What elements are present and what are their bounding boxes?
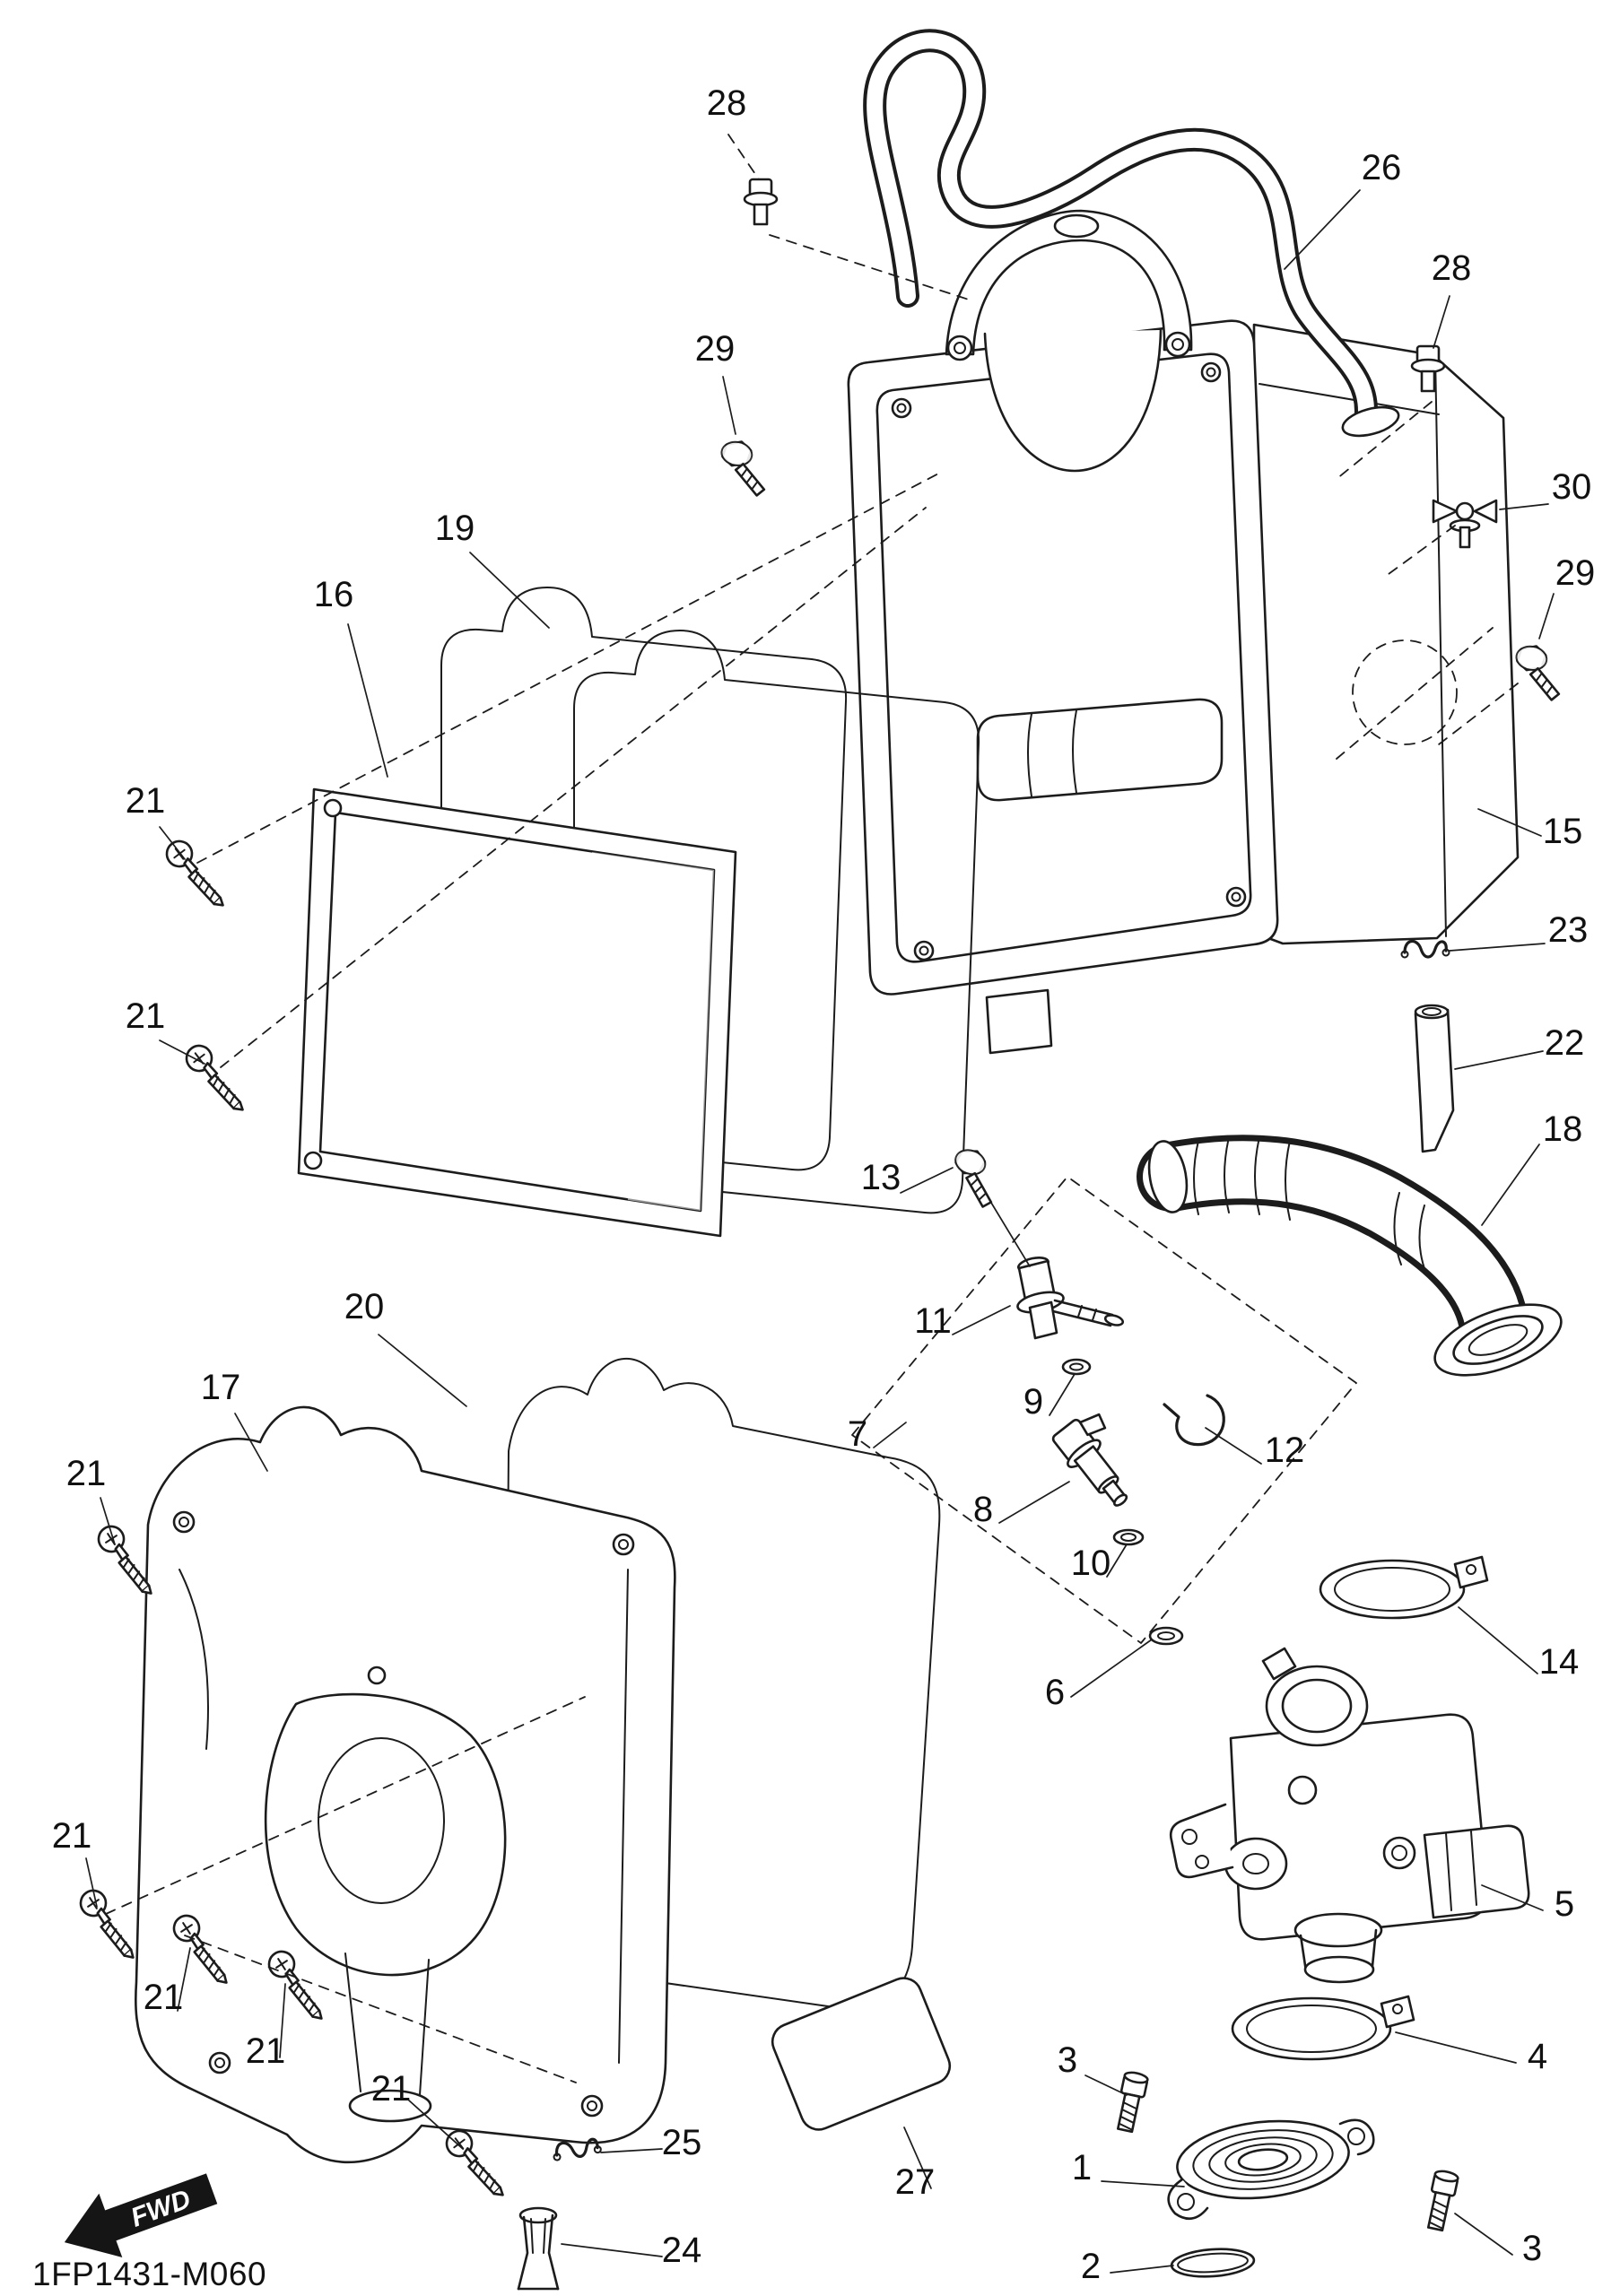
callout-4: 4 bbox=[1528, 2037, 1547, 2076]
label-plate bbox=[771, 1977, 952, 2131]
callout-6: 6 bbox=[1045, 1673, 1065, 1712]
inner-duct bbox=[976, 698, 1224, 802]
bolt-13 bbox=[942, 1144, 1007, 1211]
injector-assembly-box bbox=[851, 1176, 1357, 1644]
case-dashed-circle bbox=[1352, 639, 1458, 745]
washer-9 bbox=[1061, 1358, 1092, 1376]
callout-25: 25 bbox=[662, 2123, 702, 2162]
projection-lines bbox=[105, 134, 1519, 2083]
bolt-3-b bbox=[1423, 2168, 1460, 2233]
callout-21-f: 21 bbox=[246, 2031, 286, 2071]
fuel-pipe-joint bbox=[1016, 1256, 1125, 1340]
callout-21-b: 21 bbox=[126, 996, 166, 1036]
screw-21-a bbox=[159, 838, 232, 907]
throttle-body bbox=[1169, 1647, 1530, 1984]
drain-plug bbox=[517, 2206, 560, 2291]
callout-28-b: 28 bbox=[1432, 248, 1472, 288]
frame-tab bbox=[985, 988, 1053, 1055]
callout-21-e: 21 bbox=[144, 1978, 184, 2017]
callout-8: 8 bbox=[973, 1490, 993, 1529]
callout-7: 7 bbox=[848, 1414, 867, 1454]
diagram-code: 1FP1431-M060 bbox=[32, 2256, 266, 2292]
clamp-lower bbox=[1231, 1995, 1415, 2061]
callout-29-a: 29 bbox=[695, 329, 736, 369]
intake-duct bbox=[1137, 1135, 1563, 1377]
fuel-injector bbox=[1051, 1413, 1128, 1507]
hose-bracket bbox=[945, 209, 1193, 361]
case-frame bbox=[847, 209, 1458, 1055]
callout-30: 30 bbox=[1552, 467, 1592, 507]
screw-21-b bbox=[179, 1042, 252, 1111]
clamp-upper bbox=[1319, 1555, 1489, 1620]
callout-28-a: 28 bbox=[707, 83, 747, 123]
callout-21-c: 21 bbox=[66, 1454, 107, 1493]
callout-27: 27 bbox=[895, 2162, 936, 2202]
bolt-3-a bbox=[1112, 2069, 1150, 2135]
screw-21-d bbox=[70, 1887, 146, 1959]
callout-15: 15 bbox=[1543, 812, 1583, 851]
bolt-28-a bbox=[743, 178, 779, 226]
callout-9: 9 bbox=[1023, 1382, 1043, 1422]
callout-14: 14 bbox=[1539, 1642, 1580, 1682]
wing-bolt-30 bbox=[1432, 499, 1498, 549]
callout-1: 1 bbox=[1072, 2148, 1092, 2187]
bolt-29-b bbox=[1509, 641, 1568, 702]
callout-23: 23 bbox=[1548, 910, 1589, 950]
callout-29-b: 29 bbox=[1555, 553, 1596, 593]
callout-13: 13 bbox=[861, 1158, 901, 1197]
callout-10: 10 bbox=[1071, 1544, 1111, 1583]
callout-21-d: 21 bbox=[52, 1816, 92, 1856]
callout-20: 20 bbox=[344, 1287, 385, 1326]
callout-26: 26 bbox=[1362, 148, 1402, 187]
callout-3-b: 3 bbox=[1522, 2229, 1542, 2268]
callout-16: 16 bbox=[314, 575, 354, 614]
callout-21-a: 21 bbox=[126, 781, 166, 821]
callout-12: 12 bbox=[1265, 1431, 1305, 1470]
duct-cover bbox=[135, 1405, 676, 2163]
washer-10 bbox=[1112, 1528, 1145, 1546]
air-filter-element bbox=[297, 787, 737, 1238]
hose-socket bbox=[1341, 405, 1400, 438]
callout-22: 22 bbox=[1545, 1023, 1585, 1063]
leader-lines bbox=[85, 189, 1555, 2274]
callout-2: 2 bbox=[1081, 2247, 1101, 2286]
callout-24: 24 bbox=[662, 2231, 702, 2270]
callout-3-a: 3 bbox=[1058, 2040, 1077, 2080]
intake-joint bbox=[1167, 2118, 1375, 2221]
callout-11: 11 bbox=[914, 1301, 952, 1341]
bolt-29-a bbox=[714, 437, 773, 498]
breather-hose bbox=[863, 29, 1400, 438]
drain-tube bbox=[1414, 1004, 1455, 1153]
callout-18: 18 bbox=[1543, 1109, 1583, 1149]
washer-6 bbox=[1148, 1626, 1184, 1646]
o-ring bbox=[1170, 2248, 1256, 2278]
drain-clip-upper bbox=[1399, 939, 1451, 960]
callout-5: 5 bbox=[1555, 1884, 1574, 1924]
callout-17: 17 bbox=[201, 1368, 241, 1407]
callout-19: 19 bbox=[435, 509, 475, 548]
callout-21-g: 21 bbox=[371, 2069, 412, 2109]
injector-clip bbox=[1163, 1394, 1225, 1447]
